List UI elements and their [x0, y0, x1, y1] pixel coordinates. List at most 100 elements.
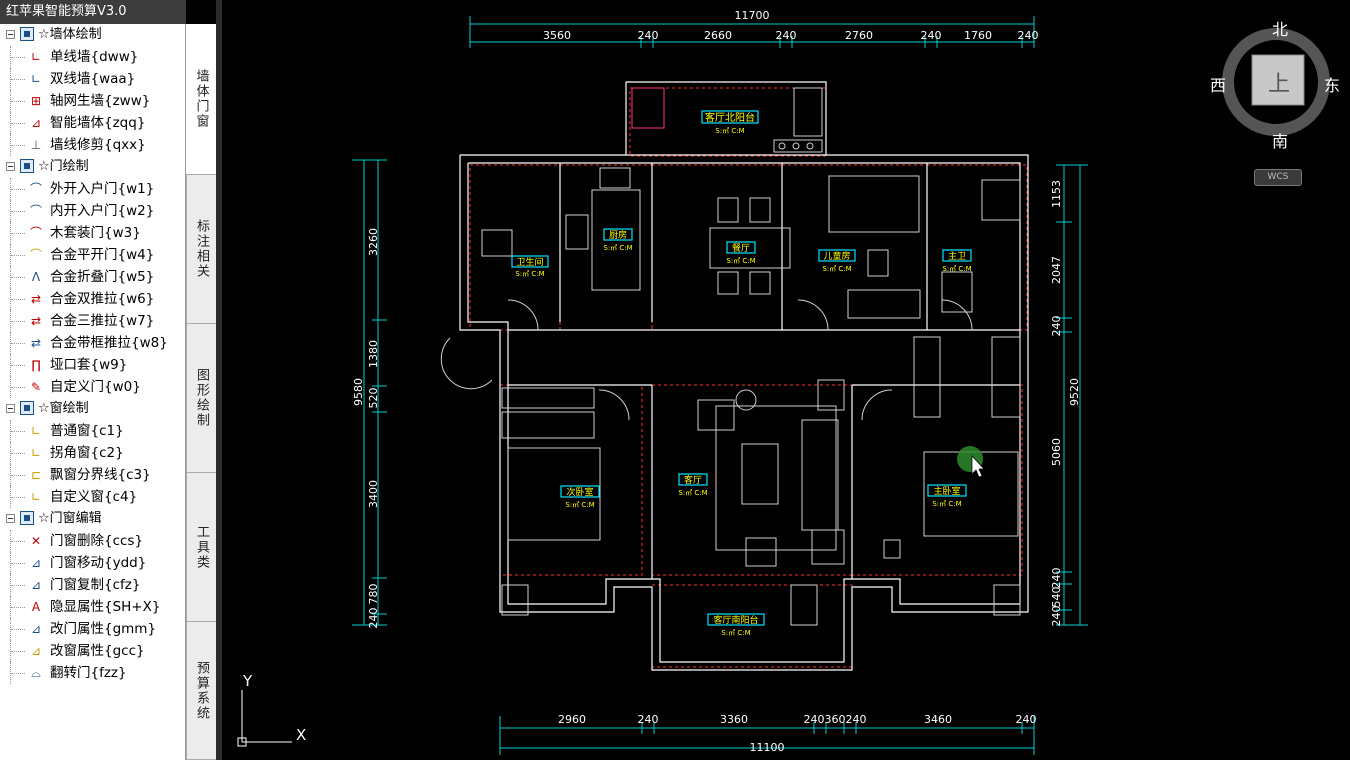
tree-group[interactable]: ☆墙体绘制 [0, 24, 185, 46]
viewcube-compass-ring[interactable] [1222, 28, 1330, 136]
tree-group[interactable]: ☆门绘制 [0, 156, 185, 178]
tree-command-label: 门窗复制{cfz} [50, 577, 141, 593]
tree-connector-line [11, 233, 25, 235]
tree-connector-line [10, 222, 12, 244]
tree-command-label: 外开入户门{w1} [50, 181, 155, 197]
tree-connector-line [10, 68, 12, 90]
tab-drawing[interactable]: 图形绘制 [186, 324, 216, 473]
tree-connector-line [11, 497, 25, 499]
tree-connector-line [11, 475, 25, 477]
svg-text:240: 240 [846, 713, 867, 726]
collapse-toggle-icon[interactable] [6, 404, 15, 413]
compass-west[interactable]: 西 [1210, 76, 1227, 95]
tree-command-item[interactable]: ⊿改窗属性{gcc} [0, 640, 185, 662]
tree-command-item[interactable]: ⌒内开入户门{w2} [0, 200, 185, 222]
svg-text:240: 240 [638, 29, 659, 42]
tree-command-item[interactable]: ✕门窗删除{ccs} [0, 530, 185, 552]
tree-connector-line [10, 178, 12, 200]
tree-command-item[interactable]: ⊿门窗移动{ydd} [0, 552, 185, 574]
room-label-s-balcony: 客厅南阳台 S:㎡ C:M [707, 613, 765, 637]
tree-command-label: 单线墙{dww} [50, 49, 139, 65]
tree-command-item[interactable]: ∟ 自定义窗{c4} [0, 486, 185, 508]
tree-command-item[interactable]: ⇄合金带框推拉{w8} [0, 332, 185, 354]
compass-east[interactable]: 东 [1324, 76, 1341, 95]
tree-command-item[interactable]: ⊿改门属性{gmm} [0, 618, 185, 640]
outward-door-icon: ⌒ [29, 182, 42, 196]
double-wall-icon: ∟ [30, 72, 42, 86]
tree-connector-line [11, 299, 25, 301]
svg-text:次卧室: 次卧室 [566, 486, 593, 498]
tree-command-item[interactable]: ∟ 双线墙{waa} [0, 68, 185, 90]
copy-opening-icon: ⊿ [30, 578, 42, 592]
app-title: 红苹果智能预算V3.0 [6, 4, 127, 19]
tree-command-label: 自定义窗{c4} [50, 489, 138, 505]
svg-text:S:㎡ C:M: S:㎡ C:M [932, 500, 961, 508]
svg-text:S:㎡ C:M: S:㎡ C:M [726, 257, 755, 265]
triple-slide-icon: ⇄ [30, 314, 42, 328]
collapse-toggle-icon[interactable] [6, 514, 15, 523]
svg-text:540: 540 [1050, 587, 1063, 608]
tree-command-item[interactable]: ⊞轴网生墙{zww} [0, 90, 185, 112]
tree-command-item[interactable]: ⊏飘窗分界线{c3} [0, 464, 185, 486]
tree-command-item[interactable]: ∟单线墙{dww} [0, 46, 185, 68]
command-tree[interactable]: ☆墙体绘制∟单线墙{dww}∟双线墙{waa}⊞轴网生墙{zww}⊿智能墙体{z… [0, 24, 185, 684]
opening-frame-icon: ∏ [31, 358, 41, 372]
category-tabs[interactable]: 墙体门窗 标注相关 图形绘制 工具类 预算系统 [186, 24, 216, 760]
tab-wall-door-window[interactable]: 墙体门窗 [186, 24, 216, 175]
svg-text:S:㎡ C:M: S:㎡ C:M [515, 270, 544, 278]
tree-command-item[interactable]: ⌒木套装门{w3} [0, 222, 185, 244]
custom-window-icon: ∟ [30, 490, 42, 504]
tree-command-item[interactable]: ⊥墙线修剪{qxx} [0, 134, 185, 156]
tree-command-item[interactable]: ⊿ 门窗复制{cfz} [0, 574, 185, 596]
room-label-kitchen: 厨房 S:㎡ C:M [603, 228, 633, 252]
tree-command-item[interactable]: ⌓翻转门{fzz} [0, 662, 185, 684]
tree-command-item[interactable]: ⌒ 外开入户门{w1} [0, 178, 185, 200]
tree-connector-line [11, 343, 25, 345]
compass-south[interactable]: 南 [1272, 132, 1289, 151]
room-boundaries [469, 87, 1028, 668]
tree-connector-line [11, 585, 25, 587]
bay-window-icon: ⊏ [30, 468, 42, 482]
svg-text:11700: 11700 [735, 9, 770, 22]
tree-command-label: 隐显属性{SH+X} [50, 599, 161, 615]
tree-group[interactable]: ☆门窗编辑 [0, 508, 185, 530]
tab-budget-system[interactable]: 预算系统 [186, 622, 216, 760]
smart-wall-icon: ⊿ [30, 116, 42, 130]
panel-splitter[interactable] [216, 0, 222, 760]
tree-command-item[interactable]: ∟拐角窗{c2} [0, 442, 185, 464]
group-folder-icon [20, 27, 34, 41]
collapse-toggle-icon[interactable] [6, 30, 15, 39]
tree-command-item[interactable]: ✎自定义门{w0} [0, 376, 185, 398]
viewcube-top-face[interactable] [1251, 54, 1305, 106]
compass-north[interactable]: 北 [1272, 20, 1289, 39]
tree-command-item[interactable]: ∟普通窗{c1} [0, 420, 185, 442]
tab-annotation[interactable]: 标注相关 [186, 175, 216, 324]
alloy-swing-door-icon: ⌒ [29, 248, 42, 262]
wood-door-icon: ⌒ [29, 226, 42, 240]
command-tree-panel[interactable]: ☆墙体绘制∟单线墙{dww}∟双线墙{waa}⊞轴网生墙{zww}⊿智能墙体{z… [0, 24, 186, 760]
tree-command-item[interactable]: ∏垭口套{w9} [0, 354, 185, 376]
tree-connector-line [11, 79, 25, 81]
cad-drawing-canvas[interactable]: 客厅北阳台 S:㎡ C:M 卫生间 S:㎡ C:M 厨房 S:㎡ C:M 餐厅 … [222, 0, 1350, 760]
tree-command-item[interactable]: ⌒合金平开门{w4} [0, 244, 185, 266]
tree-command-item[interactable]: ⇄合金三推拉{w7} [0, 310, 185, 332]
tree-connector-line [11, 431, 25, 433]
tree-connector-line [11, 453, 25, 455]
tree-connector-line [10, 134, 12, 156]
tree-command-item[interactable]: ⊿智能墙体{zqq} [0, 112, 185, 134]
tree-command-label: 内开入户门{w2} [50, 203, 155, 219]
wcs-dropdown[interactable]: WCS [1254, 169, 1302, 186]
collapse-toggle-icon[interactable] [6, 162, 15, 171]
tree-connector-line [11, 211, 25, 213]
tree-group-label: ☆墙体绘制 [38, 27, 102, 42]
tree-command-item[interactable]: ⇄合金双推拉{w6} [0, 288, 185, 310]
tab-tools[interactable]: 工具类 [186, 473, 216, 622]
tree-connector-line [11, 365, 25, 367]
group-folder-icon [20, 511, 34, 525]
furniture [440, 87, 1021, 626]
tree-group[interactable]: ☆窗绘制 [0, 398, 185, 420]
tree-command-label: 双线墙{waa} [50, 71, 136, 87]
svg-text:3260: 3260 [367, 228, 380, 256]
